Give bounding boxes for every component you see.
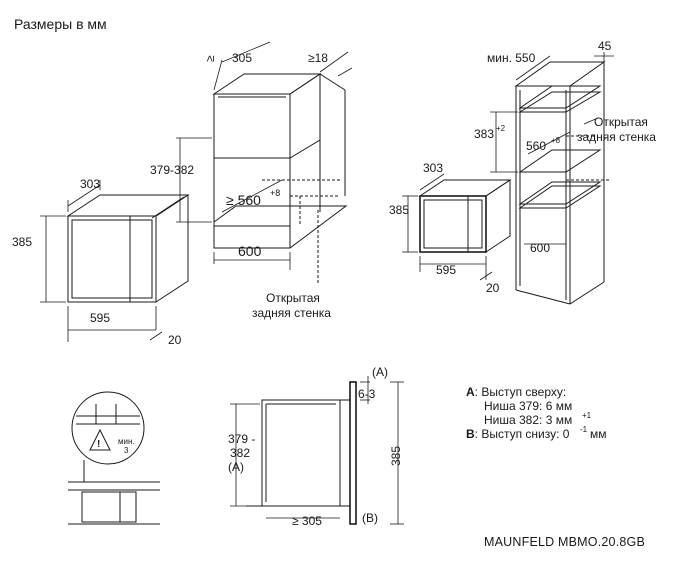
dim-app2-depth: 303 [423, 161, 443, 175]
appliance-drawing: 303 385 595 20 [12, 177, 190, 347]
detail-min-val: 3 [124, 446, 129, 455]
legend: A: Выступ сверху: Ниша 379: 6 мм Ниша 38… [466, 385, 607, 441]
dim-tall-niche-height: 383 [474, 127, 494, 141]
tall-cabinet-drawing: мин. 550 45 383 +2 560 +8 600 Открытая з… [474, 39, 656, 305]
legend-b-tol: -1 [580, 425, 588, 434]
dim-niche-depth: ≥ 560 [226, 192, 261, 208]
dim-section-height-mark: (A) [228, 460, 244, 474]
dim-tall-niche-depth: 560 [526, 139, 546, 153]
legend-a-text: : Выступ сверху: [475, 385, 567, 399]
cabinet-drawing: ≥ 305 ≥18 379-382 ≥ 560 +8 600 Открытая … [150, 41, 353, 320]
warning-icon [89, 428, 111, 451]
appliance-small-drawing: 303 385 595 20 [389, 161, 512, 295]
dim-app2-front: 20 [486, 281, 500, 295]
dim-tall-niche-width: 600 [530, 241, 550, 255]
dim-app2-height: 385 [389, 203, 409, 217]
dim-section-total: 385 [389, 446, 403, 466]
dim-tall-niche-height-tol: +2 [496, 124, 506, 133]
dim-section-height-b: 382 [230, 446, 250, 460]
dim-niche-width: 600 [238, 243, 262, 259]
dim-app2-width: 595 [436, 263, 456, 277]
dim-appliance-width: 595 [90, 311, 110, 325]
svg-text:B: Выступ снизу: 0: B: Выступ снизу: 0 [466, 427, 570, 441]
dim-cabinet-width: 305 [232, 51, 252, 65]
legend-a-line2-tol: +1 [582, 411, 592, 420]
section-drawing: 379 - 382 (A) ≥ 305 6-3 (A) (B) 385 [228, 365, 404, 528]
legend-a-line2: Ниша 382: 3 мм [484, 413, 572, 427]
legend-a-label: A [466, 385, 475, 399]
dim-appliance-depth: 303 [80, 177, 100, 191]
dim-appliance-height: 385 [12, 235, 32, 249]
appliance-side [155, 194, 189, 303]
dim-niche-height: 379-382 [150, 163, 194, 177]
svg-text:!: ! [97, 439, 100, 450]
dim-cabinet-width-sym: ≥ [203, 55, 217, 62]
warning-detail: ! мин. 3 [68, 391, 160, 525]
dim-tall-side: 45 [598, 39, 612, 53]
legend-a-line1: Ниша 379: 6 мм [484, 399, 572, 413]
legend-b-unit: мм [590, 427, 607, 441]
legend-b-label: B [466, 427, 475, 441]
dim-section-depth: ≥ 305 [292, 514, 322, 528]
svg-text:A: Выступ сверху:: A: Выступ сверху: [466, 385, 566, 399]
appliance-top [66, 194, 190, 217]
dim-section-top-gap: 6-3 [358, 387, 376, 401]
open-back-label-1b: задняя стенка [252, 306, 331, 320]
legend-b-text: : Выступ снизу: 0 [475, 427, 570, 441]
detail-min: мин. [118, 437, 135, 446]
dim-cabinet-side: ≥18 [308, 51, 328, 65]
open-back-label-1a: Открытая [266, 291, 320, 305]
dim-appliance-front: 20 [168, 333, 182, 347]
dim-niche-depth-tol: +8 [270, 188, 280, 198]
open-back-label-2b: задняя стенка [577, 130, 656, 144]
open-back-label-2a: Открытая [594, 115, 648, 129]
mark-b: (B) [362, 511, 378, 525]
appliance-front [67, 215, 157, 303]
mark-a: (A) [372, 365, 388, 379]
dim-tall-min: мин. 550 [487, 51, 536, 65]
page-title: Размеры в мм [14, 16, 107, 32]
dim-tall-niche-depth-tol: +8 [551, 136, 561, 145]
dim-section-height-a: 379 - [228, 432, 255, 446]
model-name: MAUNFELD MBMO.20.8GB [484, 535, 645, 549]
